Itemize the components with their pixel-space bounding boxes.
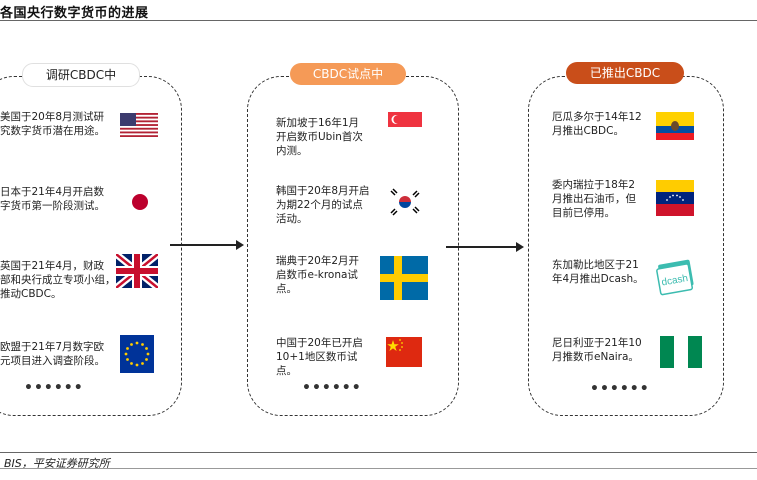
- item-venezuela-text: 委内瑞拉于18年2 月推出石油币，但 目前已停用。: [552, 179, 636, 219]
- source-note: BIS，平安证券研究所: [4, 457, 110, 470]
- item-nigeria-text: 尼日利亚于21年10 月推数币eNaira。: [552, 337, 642, 363]
- item-us-text: 美国于20年8月测试研 究数字货币潜在用途。: [0, 111, 105, 137]
- bottom-divider-2: [0, 468, 757, 469]
- svg-text:dcash: dcash: [661, 273, 689, 288]
- japan-flag: [122, 188, 158, 216]
- item-eu-text: 欧盟于21年7月数字欧 元项目进入调查阶段。: [0, 341, 105, 367]
- us-flag: [120, 113, 158, 137]
- uk-flag: [116, 254, 158, 288]
- item-singapore-text: 新加坡于16年1月 开启数币Ubin首次 内测。: [276, 117, 363, 157]
- column-pilot-label: CBDC试点中: [290, 63, 406, 85]
- column-researching-label: 调研CBDC中: [22, 63, 140, 87]
- page-title: 各国央行数字货币的进展: [0, 6, 149, 21]
- dcash-logo: dcash: [656, 256, 696, 296]
- arrow-to-pilot: [170, 240, 244, 250]
- item-china-text: 中国于20年已开启 10+1地区数币试 点。: [276, 337, 363, 377]
- singapore-flag: [388, 112, 422, 142]
- column-launched-label: 已推出CBDC: [566, 62, 684, 84]
- ecuador-flag: [656, 112, 694, 140]
- china-flag: [386, 337, 422, 367]
- venezuela-flag: [656, 180, 694, 216]
- column-launched-more: ••••••: [590, 381, 650, 397]
- bottom-divider: [0, 452, 757, 453]
- item-japan-text: 日本于21年4月开启数 字货币第一阶段测试。: [0, 186, 105, 212]
- item-korea-text: 韩国于20年8月开启 为期22个月的试点 活动。: [276, 185, 370, 225]
- sweden-flag: [380, 256, 428, 300]
- item-sweden-text: 瑞典于20年2月开 启数币e-krona试 点。: [276, 255, 360, 295]
- column-researching-more: ••••••: [24, 380, 84, 396]
- item-ecuador-text: 厄瓜多尔于14年12 月推出CBDC。: [552, 111, 642, 137]
- item-dcash-text: 东加勒比地区于21 年4月推出Dcash。: [552, 259, 644, 285]
- eu-flag: [120, 335, 154, 373]
- nigeria-flag: [660, 336, 702, 368]
- top-divider: [0, 20, 757, 21]
- arrow-to-launched: [446, 242, 524, 252]
- column-pilot-more: ••••••: [302, 380, 362, 396]
- korea-flag: [388, 186, 422, 218]
- item-uk-text: 英国于21年4月，财政 部和央行成立专项小组， 推动CBDC。: [0, 260, 116, 300]
